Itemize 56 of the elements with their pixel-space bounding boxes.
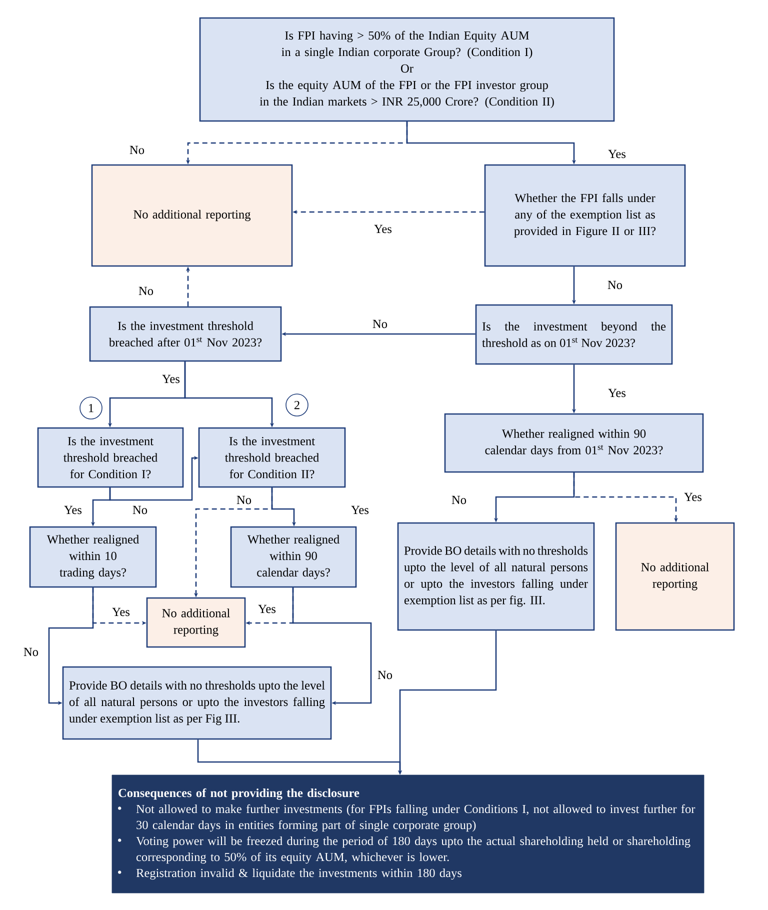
terminal-box xyxy=(91,164,293,267)
decision-box xyxy=(475,304,673,365)
arrow xyxy=(292,588,372,706)
edge-label: Yes xyxy=(63,504,83,516)
box-text: Is FPI having > 50% of the Indian Equity AUM in a single Indian corporate Group? (Condition I) xyxy=(282,30,532,59)
bullet-item: Registration invalid & liquidate the investments within 180 days xyxy=(118,868,462,880)
box-text: Provide BO details with no thresholds upto the level of all natural persons or upto the investors falling under exemption list as per fig. III. xyxy=(404,546,588,607)
edge-label: No xyxy=(137,286,155,296)
edge-label: Yes xyxy=(350,504,370,516)
decision-box xyxy=(37,427,184,488)
box-text: Is the investment threshold breached for Condition I? xyxy=(64,436,158,478)
decision-box xyxy=(29,526,157,588)
edge-label: Yes xyxy=(607,148,627,160)
edge-label: Yes xyxy=(111,606,131,618)
box-text: Is the investment threshold breached for Condition II? xyxy=(225,436,319,478)
bullet-item: Not allowed to make further investments (for FPIs falling under Conditions I, not allowed to invest further for 30 calendar days in entities forming part of single corporate group) xyxy=(118,804,696,832)
decision-box xyxy=(89,306,282,362)
box-text: Whether realigned within 10 trading days? xyxy=(46,534,139,580)
box-text: Whether realigned within 90 calendar days? xyxy=(247,534,340,580)
callout-number: 1 xyxy=(80,396,102,420)
edge-label: No xyxy=(371,318,389,330)
terminal-box xyxy=(146,597,246,648)
edge-label: No xyxy=(128,144,146,156)
terminal-box xyxy=(615,522,735,631)
decision-box xyxy=(62,666,332,740)
heading: Consequences of not providing the disclosure xyxy=(118,788,360,800)
box-text: Is the investment threshold breached after 01$^{st}$ Nov 2023? xyxy=(108,321,262,347)
edge-label: Yes xyxy=(257,604,277,614)
decision-box xyxy=(397,522,595,631)
box-text: No additional reporting xyxy=(162,608,230,636)
edge-label: No xyxy=(376,670,394,680)
box-text: Is the equity AUM of the FPI or the FPI investor group in the Indian markets > INR 25,000 Crore? (Condition II) xyxy=(260,80,554,108)
decision-box xyxy=(198,427,346,488)
callout-number: 2 xyxy=(286,394,308,416)
edge-label: Yes xyxy=(373,224,393,234)
box-text: Whether the FPI falls under any of the exemption list as provided in Figure II or III? xyxy=(514,193,656,238)
box-text: Or xyxy=(401,64,414,73)
box-text: No additional reporting xyxy=(134,210,251,222)
edge-label: No xyxy=(22,646,40,658)
edge-label: Yes xyxy=(607,388,627,398)
edge-label: No xyxy=(235,494,253,506)
edge-label: No xyxy=(606,280,624,290)
consequence-box xyxy=(112,774,704,894)
edge-label: No xyxy=(131,504,149,516)
box-text: Provide BO details with no thresholds upto the level of all natural persons or upto the investors falling under exemption list as per Fig III. xyxy=(69,680,325,726)
box-text: Whether realigned within 90 calendar days from 01$^{st}$ Nov 2023? xyxy=(485,429,663,457)
edge-label: No xyxy=(450,494,468,506)
edge-label: Yes xyxy=(683,492,703,502)
edge-label: Yes xyxy=(161,374,181,384)
decision-box xyxy=(444,413,704,473)
decision-box xyxy=(484,164,686,267)
box-text: No additional reporting xyxy=(641,562,709,590)
bullet-item: Voting power will be freezed during the period of 180 days upto the actual shareholding held or shareholding corresponding to 50% of its equity AUM, whichever is lower. xyxy=(118,836,690,864)
decision-box xyxy=(199,17,615,122)
box-text: Is the investment beyond the threshold as on 01$^{st}$ Nov 2023? xyxy=(482,322,666,348)
decision-box xyxy=(230,526,357,588)
